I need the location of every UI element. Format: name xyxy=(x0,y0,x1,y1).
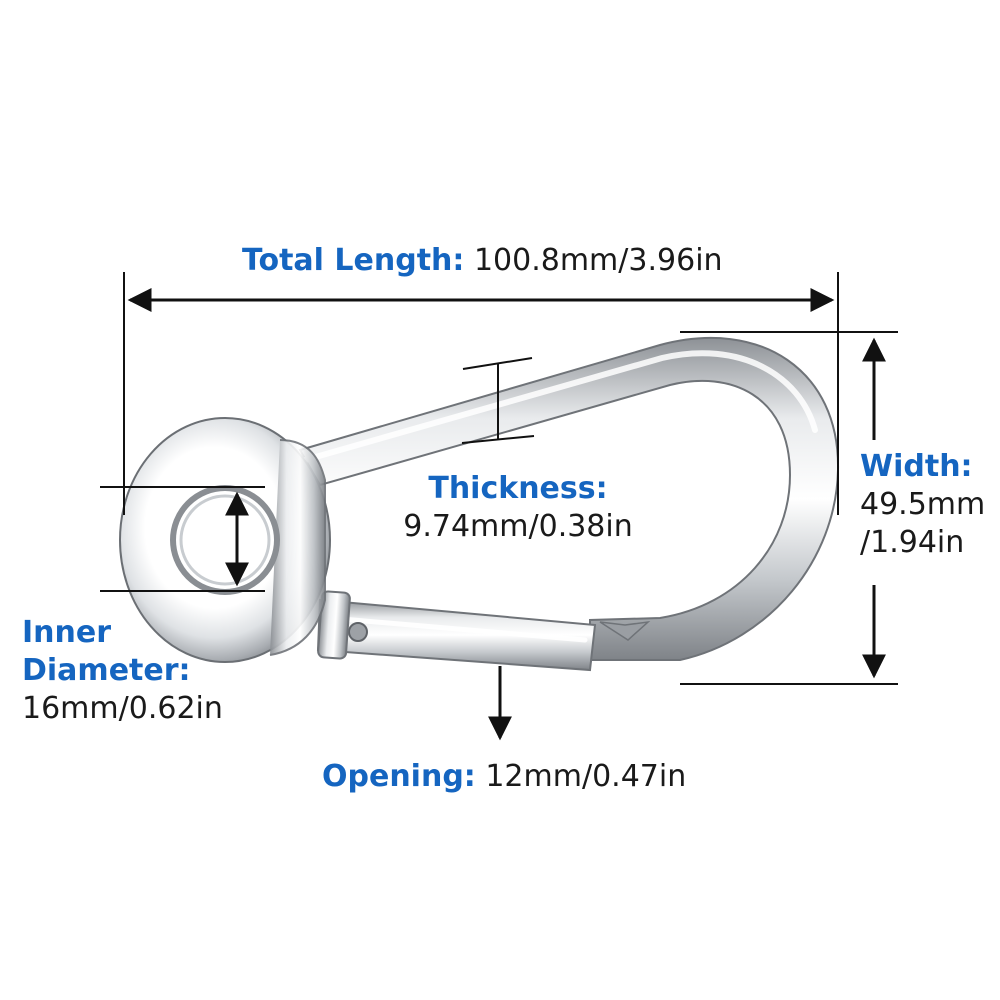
thickness-ext-top xyxy=(462,357,533,370)
total-length-value: 100.8mm/3.96in xyxy=(473,243,723,278)
eye-neck xyxy=(269,439,326,656)
thickness-label: Thickness: 9.74mm/0.38in xyxy=(398,470,638,546)
inner-diameter-label: Inner Diameter: 16mm/0.62in xyxy=(22,614,223,728)
total-length-label: Total Length: 100.8mm/3.96in xyxy=(242,242,723,280)
width-label: Width: 49.5mm /1.94in xyxy=(860,448,985,562)
carabiner-frame xyxy=(298,336,840,661)
width-key: Width: xyxy=(860,449,973,484)
gate-notch xyxy=(599,620,651,641)
thickness-key: Thickness: xyxy=(428,471,608,506)
width-value-line2: /1.94in xyxy=(860,525,965,560)
inner-diameter-value: 16mm/0.62in xyxy=(22,691,223,726)
dimension-lines xyxy=(100,272,898,741)
thickness-value: 9.74mm/0.38in xyxy=(403,509,633,544)
gate-sleeve xyxy=(317,590,351,660)
gate-pin xyxy=(348,622,368,642)
total-length-key: Total Length: xyxy=(242,243,465,278)
spine-highlight xyxy=(302,350,818,463)
gate-highlight xyxy=(327,615,588,643)
opening-value: 12mm/0.47in xyxy=(485,759,687,794)
opening-key: Opening: xyxy=(322,759,476,794)
inner-diameter-key-line1: Inner xyxy=(22,615,112,650)
inner-diameter-key-line2: Diameter: xyxy=(22,653,191,688)
opening-label: Opening: 12mm/0.47in xyxy=(322,758,686,796)
eye-hole-inner-rim xyxy=(179,494,271,586)
width-value-line1: 49.5mm xyxy=(860,487,986,522)
